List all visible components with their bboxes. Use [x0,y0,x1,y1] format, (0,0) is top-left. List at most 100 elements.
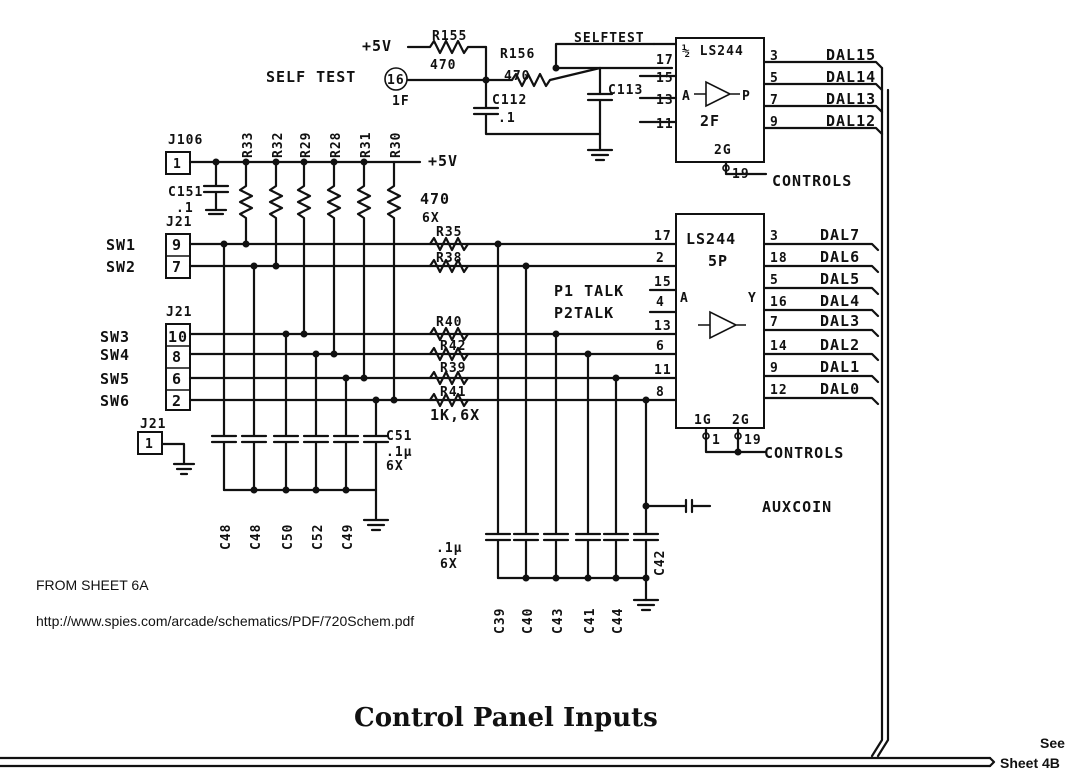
ic-5p-in-4: 13 [654,319,672,334]
cap-c48a: C48 [219,524,234,550]
dal13: DAL13 [826,90,876,108]
dal0: DAL0 [820,380,860,398]
ic-5p-out-1: 18 [770,251,788,266]
cap-c39: C39 [493,608,508,634]
ic-2f-in-15: 15 [656,71,674,86]
controls-top: CONTROLS [772,172,852,190]
r42-label: R42 [440,339,466,354]
p2talk-label: P2TALK [554,304,614,322]
c151-label: C151 [168,185,203,200]
ic-5p-name: LS244 [686,230,736,248]
ic-2f-out-9: 9 [770,115,779,130]
sw3-label: SW3 [100,328,130,346]
ic-5p-in-7: 8 [656,385,665,400]
r156-value: 470 [504,69,530,84]
self-test-circuit: +5V R155 470 R156 470 SELFTEST SELF TEST… [266,29,674,162]
self-test-pin-sub: 1F [392,94,410,109]
sw5-pin: 6 [172,370,182,388]
j21-b-label: J21 [166,305,192,320]
ic-2f-ls244: ½ LS244 2F 2G A P 17 15 13 11 19 CONTROL… [638,37,852,190]
ic-5p-g1: 1G [694,413,712,428]
c51-qty: 6X [386,459,404,474]
ic-5p-in-1: 2 [656,251,665,266]
ic-5p-loc: 5P [708,252,728,270]
ic-5p-out-5: 14 [770,339,788,354]
dal3: DAL3 [820,312,860,330]
ic-2f-in-17: 17 [656,53,674,68]
j21-a-label: J21 [166,215,192,230]
self-test-pin: 16 [387,73,405,88]
dal4: DAL4 [820,292,860,310]
caps-mid: AUXCOIN .1µ 6X C39 C40 C43 C41 C44 C42 P… [436,240,832,634]
ic-2f-gpin: 19 [732,167,750,182]
source-url: http://www.spies.com/arcade/schematics/P… [36,613,414,629]
dal1: DAL1 [820,358,860,376]
ic-2f-in-13: 13 [656,93,674,108]
r30-label: R30 [389,132,404,158]
cap-c44: C44 [611,608,626,634]
ic-2f-out-7: 7 [770,93,779,108]
switch-connectors: J21 SW1 SW2 9 7 J21 SW3 SW4 SW5 SW6 10 8… [100,215,196,476]
j106-label: J106 [168,133,203,148]
r33-label: R33 [241,132,256,158]
sw4-label: SW4 [100,346,130,364]
from-sheet-note: FROM SHEET 6A [36,577,149,593]
cap-c52: C52 [311,524,326,550]
p1talk-label: P1 TALK [554,282,624,300]
ic-2f-a: A [682,89,691,104]
r31-label: R31 [359,132,374,158]
ic-5p-out-6: 9 [770,361,779,376]
c51-value: .1µ [386,445,412,460]
c112-label: C112 [492,93,527,108]
ic-5p-in-5: 6 [656,339,665,354]
caps-left: C48 C48 C50 C52 C49 C51 .1µ 6X [210,242,412,550]
ic-5p-out-3: 16 [770,295,788,310]
cap-c41: C41 [583,608,598,634]
see-label: See [1040,735,1065,751]
ic-2f-out-5: 5 [770,71,779,86]
r41-label: R41 [440,385,466,400]
r40-label: R40 [436,315,462,330]
sw5-label: SW5 [100,370,130,388]
pullup-network: J106 1 +5V C151 .1 470 6X R33 R32 R29 R2… [165,132,457,402]
ic-2f-loc: 2F [700,112,720,130]
r35-label: R35 [436,225,462,240]
ic-5p-in-0: 17 [654,229,672,244]
dal6: DAL6 [820,248,860,266]
ic-5p-in-6: 11 [654,363,672,378]
ic-5p-ls244: LS244 5P A Y 1G 2G 17 2 15 4 13 6 11 8 1… [654,213,843,462]
sw2-label: SW2 [106,258,136,276]
rnet-value: 470 [420,190,450,208]
ic-5p-g2: 2G [732,413,750,428]
cap-c40: C40 [521,608,536,634]
r29-label: R29 [299,132,314,158]
cap-c42: C42 [653,550,668,576]
auxcoin-label: AUXCOIN [762,498,832,516]
dal14: DAL14 [826,68,876,86]
ic-5p-out-4: 7 [770,315,779,330]
dal12: DAL12 [826,112,876,130]
caps2-value: .1µ [436,541,462,556]
sw1-label: SW1 [106,236,136,254]
c151-value: .1 [176,201,194,216]
c51-label: C51 [386,429,412,444]
ic-2f-out-3: 3 [770,49,779,64]
sw2-pin: 7 [172,258,182,276]
cap-c48b: C48 [249,524,264,550]
sw3-pin: 10 [168,328,188,346]
dal5: DAL5 [820,270,860,288]
cap-c50: C50 [281,524,296,550]
ic-5p-in-3: 4 [656,295,665,310]
sw6-pin: 2 [172,392,182,410]
caps2-qty: 6X [440,557,458,572]
sw6-label: SW6 [100,392,130,410]
self-test-connector [384,67,408,91]
series-resistors: R35 R38 R40 R42 R39 R41 1K,6X [428,225,480,424]
r155-label: R155 [432,29,467,44]
series-r-value: 1K,6X [430,406,480,424]
diagram-title: Control Panel Inputs [354,703,658,733]
self-test-label: SELF TEST [266,68,356,86]
cap-c43: C43 [551,608,566,634]
outputs-bottom: 3 18 5 16 7 14 9 12 DAL7 DAL6 DAL5 DAL4 … [762,226,880,406]
ic-5p-g1-pin: 1 [712,433,721,448]
